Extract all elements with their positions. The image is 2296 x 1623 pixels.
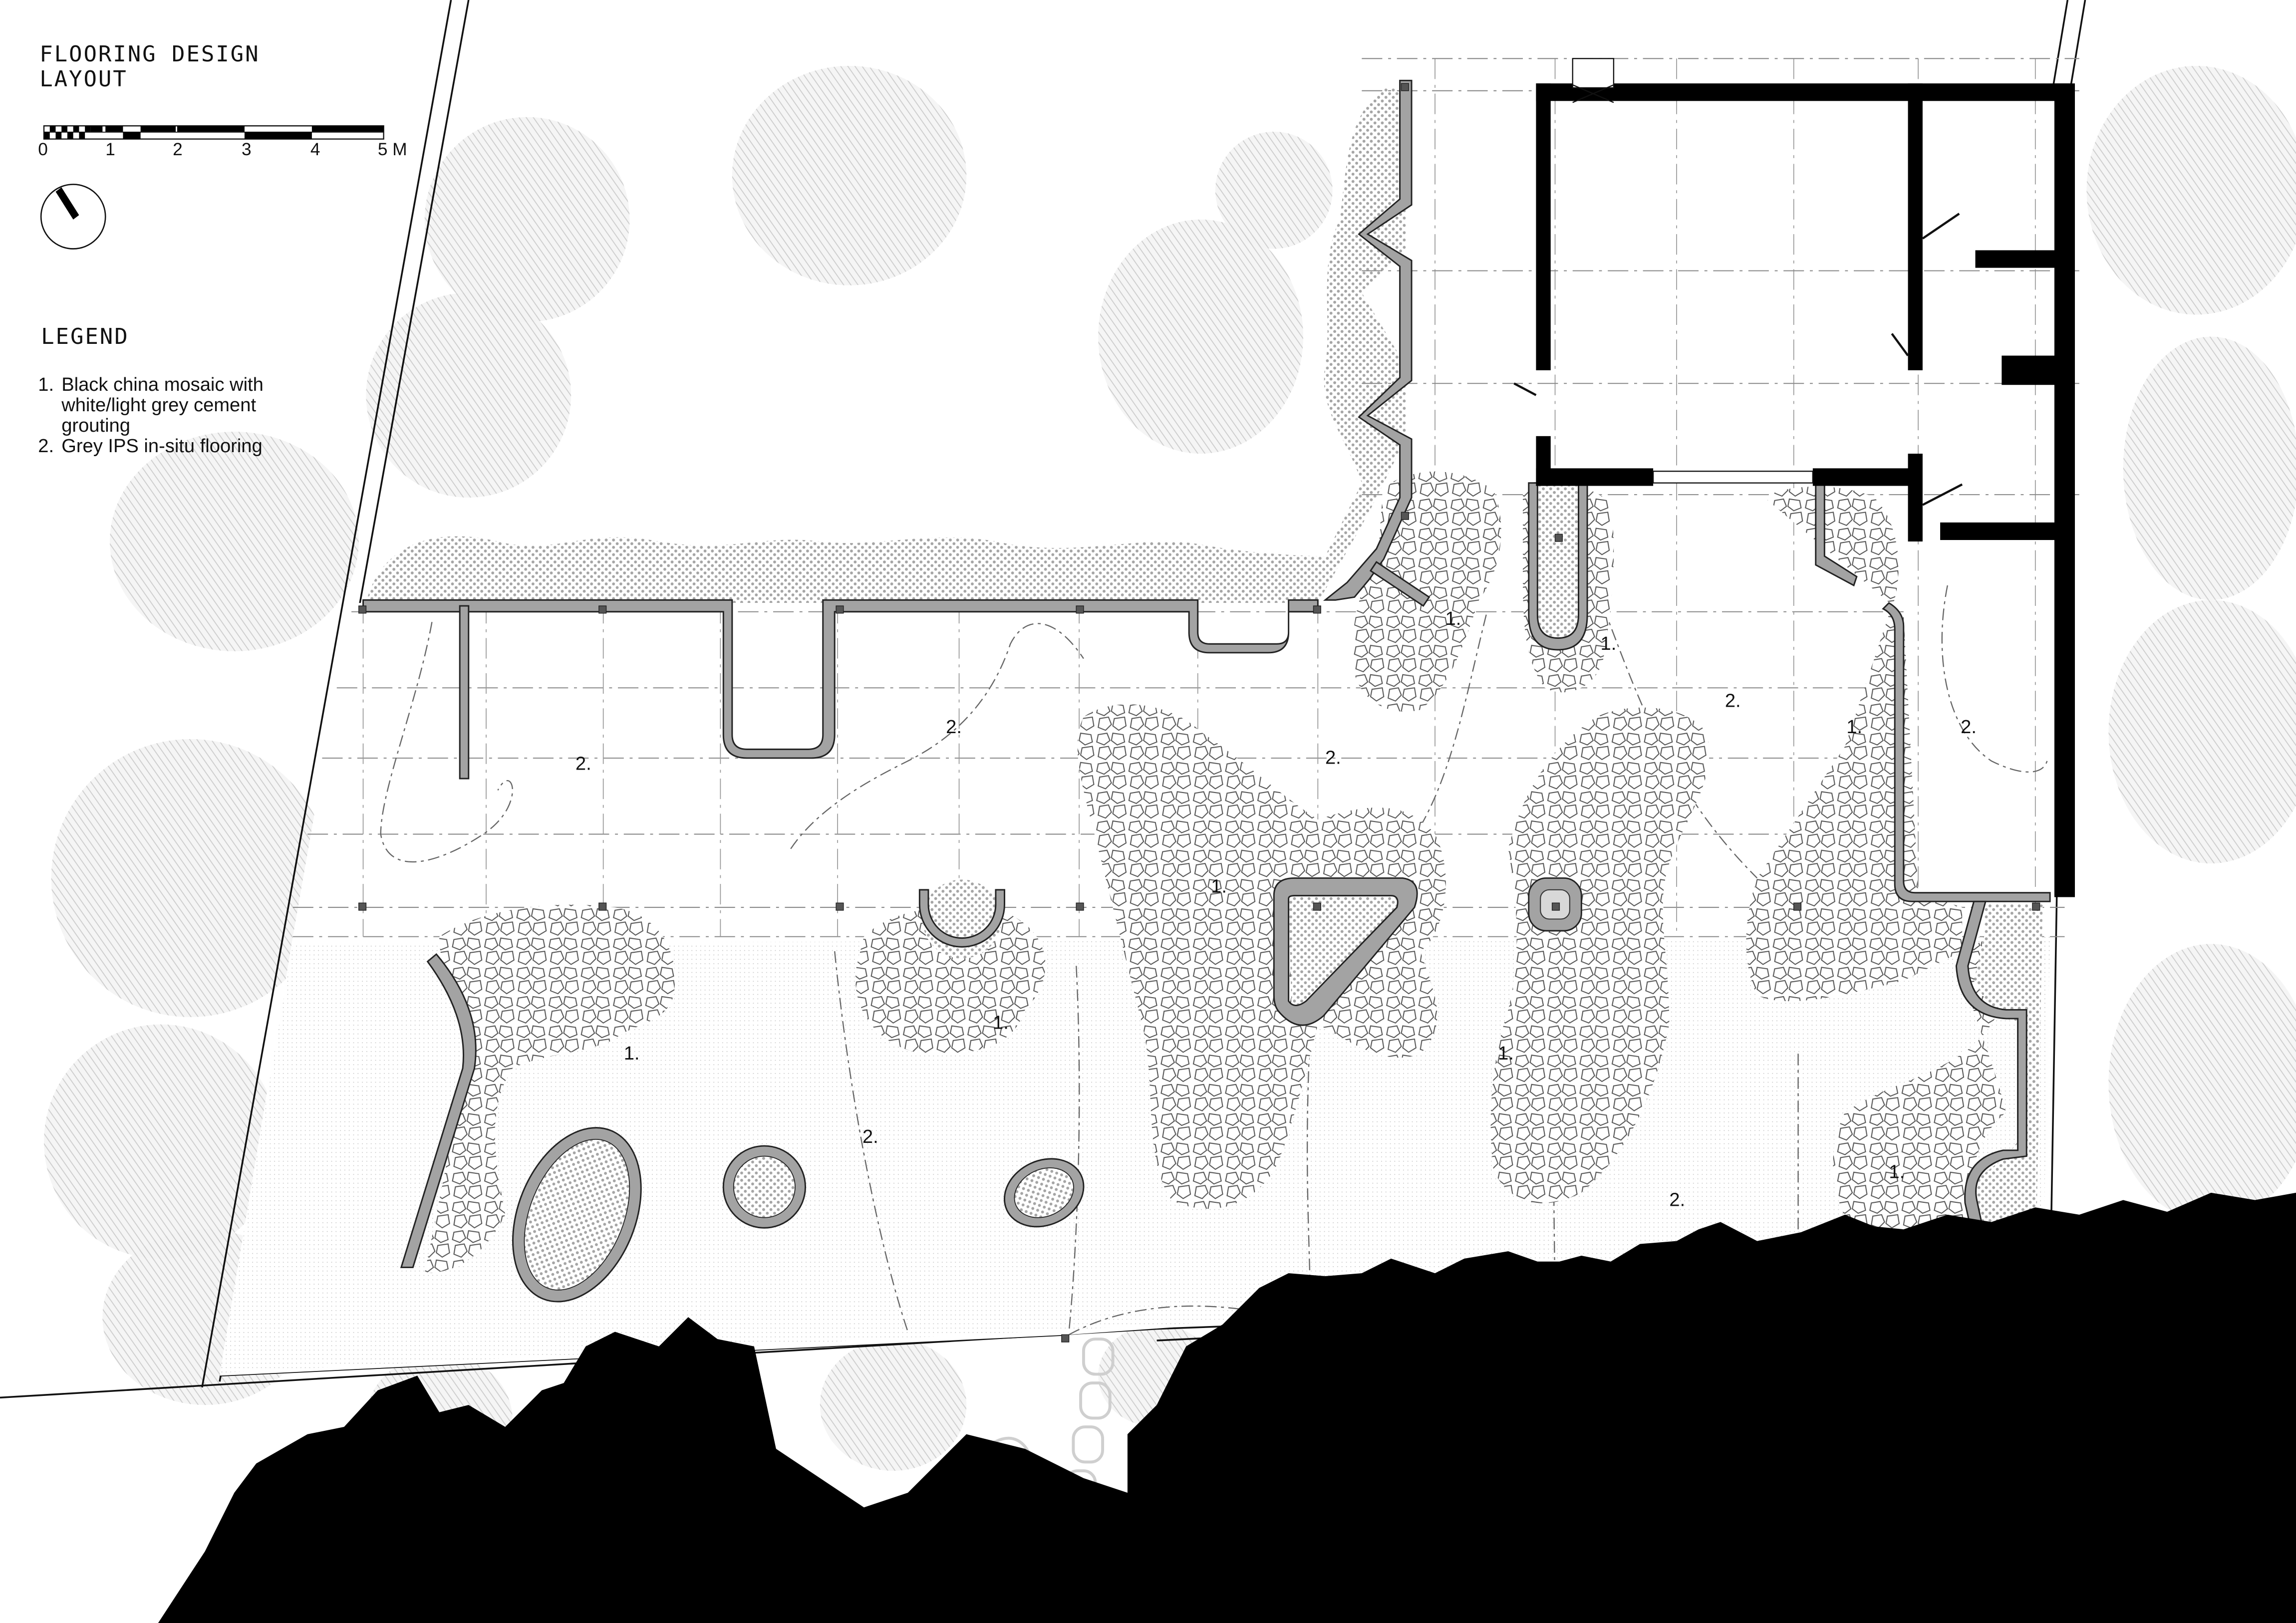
planters <box>362 79 2051 1303</box>
triangle-planter-edge <box>1273 877 1418 1026</box>
u-planter <box>1534 482 1582 645</box>
scale-tick-2: 2 <box>173 140 183 159</box>
scale-tick-0: 0 <box>38 140 48 159</box>
scale-bar: 0 1 2 3 4 5 M <box>38 125 407 159</box>
tree-icon <box>2108 944 2296 1222</box>
half-circle-planter-edge <box>918 889 1005 948</box>
tree-icon <box>44 1024 279 1259</box>
west-curved-wall <box>400 953 477 1268</box>
terrain-silhouette <box>158 1192 2296 1623</box>
door-swing <box>1513 382 1537 396</box>
triangle-planter <box>1288 892 1409 1017</box>
large-ellipse-planter <box>524 1139 630 1291</box>
tree-icon <box>110 432 359 651</box>
north-planter-wall <box>362 599 1319 759</box>
scale-tick-1: 1 <box>105 140 115 159</box>
north-arrow-icon <box>40 184 106 250</box>
legend-item-1-number: 1. <box>38 374 54 395</box>
zone-label: 2. <box>1961 716 1977 738</box>
zone-label: 1. <box>1889 1161 1905 1183</box>
tree-icon <box>732 65 967 285</box>
tree-icon <box>1215 131 1333 249</box>
tree-icon <box>2108 600 2296 864</box>
legend: LEGEND 1. Black china mosaic with white/… <box>38 324 264 457</box>
mosaic-zone-b <box>855 907 1046 1054</box>
zigzag-planter-wall <box>1323 79 1413 601</box>
mosaic-zone-c <box>1077 704 1446 1209</box>
zone-label: 2. <box>575 753 591 774</box>
tree-icon <box>2123 336 2296 600</box>
mosaic-zone-a <box>424 904 675 1274</box>
tree-icon <box>424 117 630 322</box>
legend-item-1-line2: white/light grey cement <box>61 394 256 416</box>
zone-label: 1. <box>1445 608 1461 629</box>
scale-tick-4: 4 <box>310 140 320 159</box>
zone-label: 2. <box>1669 1189 1685 1210</box>
legend-item-1-line3: grouting <box>61 415 130 436</box>
building <box>1513 58 2075 897</box>
mosaic-zone-d <box>1490 707 1710 1204</box>
zone-label: 2. <box>1725 690 1741 711</box>
posts <box>358 83 2053 1343</box>
legend-item-1-line1: Black china mosaic with <box>61 374 264 395</box>
tree-icon <box>1098 219 1303 454</box>
mosaic-zone-e <box>1746 487 2007 1278</box>
drawing-title: FLOORING DESIGN LAYOUT <box>39 41 260 92</box>
round-planter <box>733 1155 796 1218</box>
title-line-1: FLOORING DESIGN <box>39 41 260 67</box>
chimney-box <box>1572 58 1615 89</box>
divider-wall <box>459 605 470 780</box>
title-line-2: LAYOUT <box>39 66 128 92</box>
zone-labels: 2. 2. 2. 1. 1. 2. 1. 2. 1. 1. 1. 1. 2. 2… <box>575 608 1977 1210</box>
scale-unit: M <box>392 140 407 159</box>
legend-item-2-line1: Grey IPS in-situ flooring <box>61 435 263 457</box>
zone-label: 2. <box>946 716 962 738</box>
legend-heading: LEGEND <box>41 324 129 349</box>
legend-item-2-number: 2. <box>38 435 54 457</box>
tree-icon <box>51 739 330 1017</box>
zone-label: 1. <box>1601 633 1617 654</box>
u-planter-edge <box>1528 482 1588 651</box>
zone-label: 1. <box>1211 876 1227 897</box>
tree-icon <box>366 292 572 498</box>
oval-planter <box>1014 1167 1074 1218</box>
southeast-planter <box>1969 904 2043 1288</box>
zone-label: 1. <box>1498 1043 1514 1064</box>
tree-icon <box>820 1339 967 1471</box>
east-planter-wall <box>1882 602 2051 902</box>
planting-bed-north <box>366 87 1406 603</box>
zone-label: 2. <box>1325 747 1341 769</box>
zone-label: 1. <box>1846 716 1862 738</box>
scale-tick-3: 3 <box>242 140 252 159</box>
zone-label: 1. <box>993 1012 1009 1033</box>
diagonal-wall-stub <box>1369 560 1431 607</box>
scale-tick-5: 5 <box>378 140 388 159</box>
tree-icon <box>2086 66 2296 315</box>
zone-label: 2. <box>862 1126 878 1147</box>
zone-label: 1. <box>624 1043 640 1064</box>
